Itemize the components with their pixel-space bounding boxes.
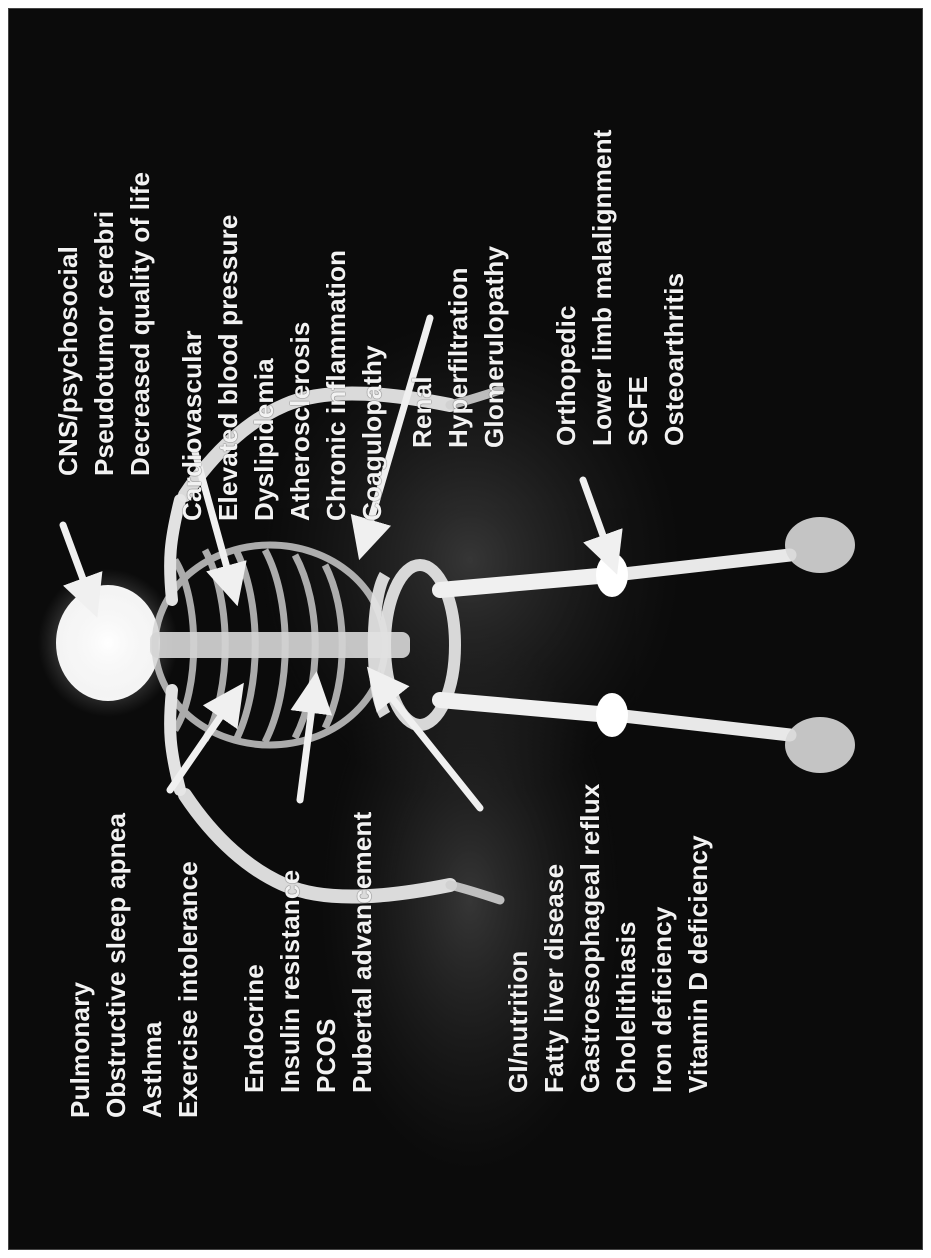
group-heading: Orthopedic: [548, 129, 584, 446]
group-heading: CNS/psychosocial: [50, 172, 86, 476]
condition-label: Pseudotumor cerebri: [86, 172, 122, 476]
condition-label: SCFE: [620, 129, 656, 446]
condition-label: Decreased quality of life: [122, 172, 158, 476]
condition-label: Chronic inflammation: [318, 214, 354, 521]
condition-label: Glomerulopathy: [476, 246, 512, 448]
condition-label: Dyslipidemia: [246, 214, 282, 521]
condition-label: Hyperfiltration: [440, 246, 476, 448]
condition-label: Obstructive sleep apnea: [98, 813, 134, 1118]
condition-label: Fatty liver disease: [536, 784, 572, 1093]
label-group-pulmonary: Pulmonary Obstructive sleep apnea Asthma…: [62, 813, 206, 1118]
condition-label: Lower limb malalignment: [584, 129, 620, 446]
condition-label: Coagulopathy: [354, 214, 390, 521]
condition-label: Exercise intolerance: [170, 813, 206, 1118]
group-heading: GI/nutrition: [500, 784, 536, 1093]
group-heading: Cardiovascular: [174, 214, 210, 521]
label-group-renal: Renal Hyperfiltration Glomerulopathy: [404, 246, 512, 448]
group-heading: Endocrine: [236, 812, 272, 1093]
condition-label: Atherosclerosis: [282, 214, 318, 521]
condition-label: Cholelithiasis: [608, 784, 644, 1093]
condition-label: Vitamin D deficiency: [680, 784, 716, 1093]
condition-label: Gastroesophageal reflux: [572, 784, 608, 1093]
label-group-orthopedic: Orthopedic Lower limb malalignment SCFE …: [548, 129, 692, 446]
condition-label: Pubertal advancement: [344, 812, 380, 1093]
label-group-gi-nutrition: GI/nutrition Fatty liver disease Gastroe…: [500, 784, 716, 1093]
group-heading: Renal: [404, 246, 440, 448]
condition-label: Insulin resistance: [272, 812, 308, 1093]
label-group-cns: CNS/psychosocial Pseudotumor cerebri Dec…: [50, 172, 158, 476]
group-heading: Pulmonary: [62, 813, 98, 1118]
label-group-endocrine: Endocrine Insulin resistance PCOS Pubert…: [236, 812, 380, 1093]
condition-label: Elevated blood pressure: [210, 214, 246, 521]
label-group-cardiovascular: Cardiovascular Elevated blood pressure D…: [174, 214, 390, 521]
condition-label: Iron deficiency: [644, 784, 680, 1093]
condition-label: PCOS: [308, 812, 344, 1093]
condition-label: Asthma: [134, 813, 170, 1118]
condition-label: Osteoarthritis: [656, 129, 692, 446]
